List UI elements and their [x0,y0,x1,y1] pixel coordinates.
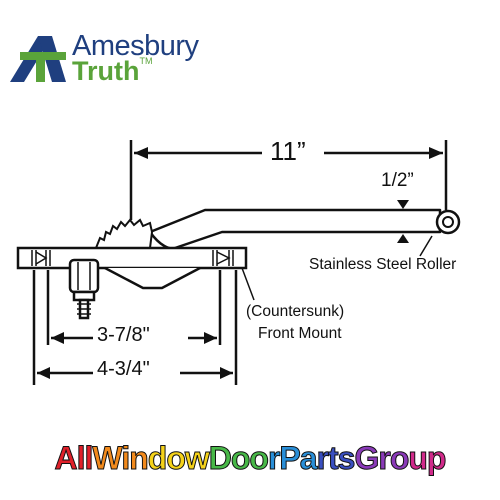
roller-leader-line [419,235,433,257]
footer-letter: r [316,440,330,477]
operator-arm [148,208,442,250]
footer-letter: o [166,440,186,477]
dimension-label-hole-spacing: 3-7/8" [95,324,152,347]
footer-letter: w [184,440,210,477]
footer-letter: s [337,440,356,477]
callout-mount-line1: (Countersunk) [246,303,345,320]
base-plate [16,246,248,270]
dimension-overall-length [129,140,448,220]
dimension-label-offset: 1/2” [381,170,414,191]
footer-letter: r [378,440,392,477]
dimension-label-base-length: 4-3/4" [95,358,152,381]
dimension-base-lines [32,270,238,385]
footer-letter: W [92,440,123,477]
callout-roller: Stainless Steel Roller [309,256,457,273]
gear-housing [68,258,201,320]
mount-leader-line [241,267,255,301]
brand-name-amesbury: Amesbury [72,30,199,62]
footer-letter: o [389,440,409,477]
dimension-arm-offset [397,200,409,243]
brand-name-truth: TruthTM [72,56,153,87]
footer-letter: o [249,440,269,477]
callout-mount-line2: Front Mount [258,325,342,342]
footer-letter: D [208,440,232,477]
footer-letter: P [279,440,301,477]
stainless-steel-roller [435,209,461,235]
footer-letter: d [147,440,167,477]
amesbury-truth-logo-icon [10,36,66,82]
footer-letter: l [84,440,94,477]
footer-letter: G [354,440,380,477]
footer-letter: n [129,440,149,477]
footer-brand-banner: AllWindowDoorPartsGroup [14,440,486,477]
dimension-label-overall: 11” [270,136,306,166]
trademark-mark: TM [139,56,153,66]
footer-letter: p [426,440,446,477]
footer-letter: i [121,440,131,477]
footer-letter: a [299,440,318,477]
brand-truth-text: Truth [72,56,140,86]
footer-letter: o [230,440,250,477]
footer-letter: t [328,440,340,477]
footer-letter: l [76,440,86,477]
footer-letter: r [267,440,281,477]
footer-letter: A [54,440,78,477]
gear-icon [94,218,154,249]
footer-letter: u [408,440,428,477]
